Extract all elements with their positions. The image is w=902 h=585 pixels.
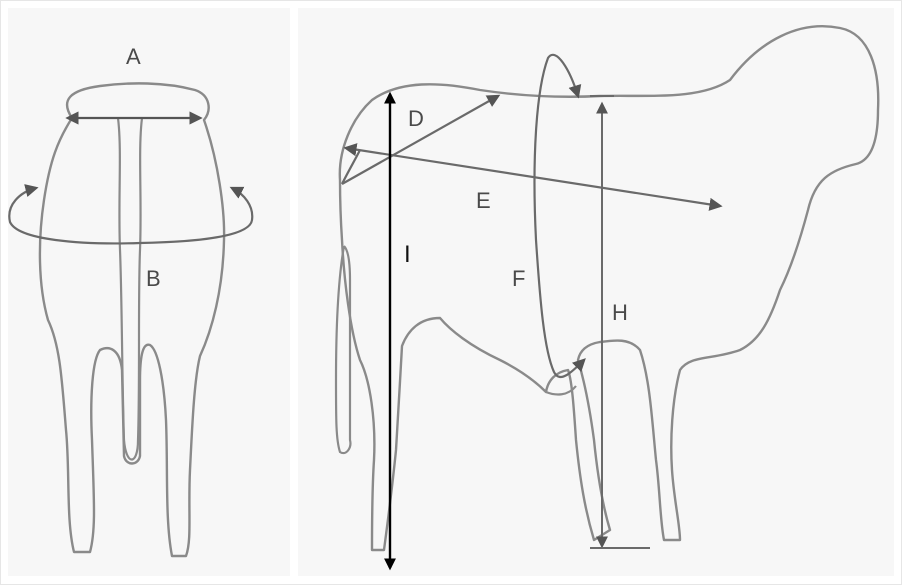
- label-I: I: [404, 244, 411, 266]
- side-view-outline: [340, 26, 878, 550]
- label-H: H: [612, 302, 628, 324]
- label-A: A: [126, 46, 141, 68]
- rear-view-tail: [118, 118, 142, 460]
- label-E: E: [476, 190, 491, 212]
- measurement-F-heart-girth: [535, 55, 585, 377]
- rear-view-outline: [40, 83, 224, 556]
- side-view-tail: [336, 246, 350, 453]
- measurement-E-body-length: [346, 148, 720, 206]
- label-F: F: [512, 268, 525, 290]
- label-D: D: [408, 108, 424, 130]
- label-B: B: [146, 268, 161, 290]
